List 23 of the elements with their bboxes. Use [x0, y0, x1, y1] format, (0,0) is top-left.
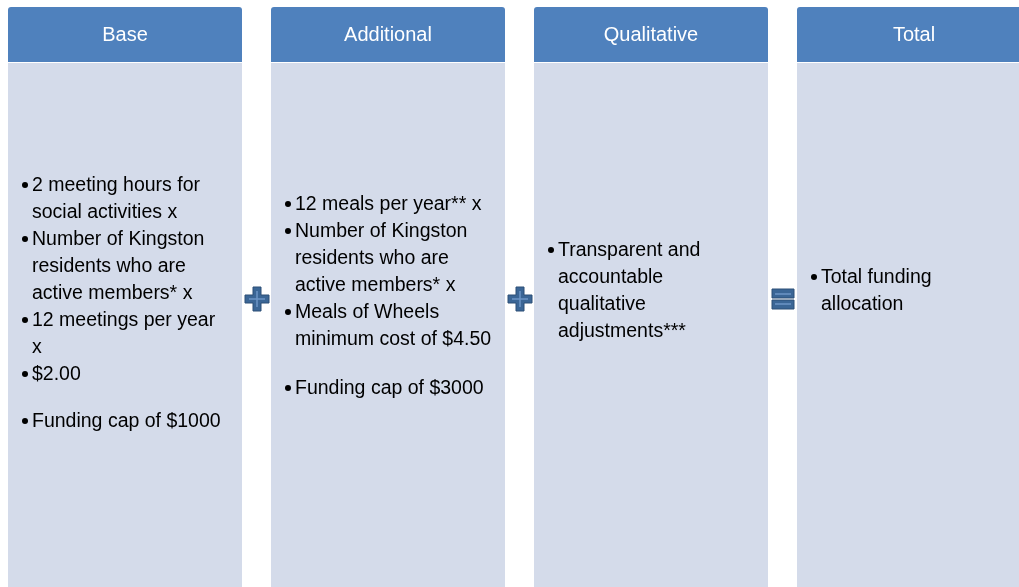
bullet-text: 2 meeting hours for social activities x — [32, 172, 201, 224]
bullet-text: Meals of Wheels minimum cost of $4.50 — [295, 298, 493, 351]
bullet-text: $2.00 — [32, 361, 82, 386]
header-box — [534, 7, 768, 62]
content-panel — [534, 63, 768, 587]
bullet-text: Funding cap of $1000 — [32, 408, 222, 433]
column-heading: Base — [102, 23, 148, 46]
column-heading: Additional — [344, 23, 432, 46]
header-box — [797, 7, 1019, 62]
bullet-text: 12 meetings per year x — [32, 307, 217, 359]
bullet-text: Total funding allocation — [821, 264, 933, 316]
content-panel — [797, 63, 1019, 587]
header-box — [8, 7, 242, 62]
column-heading: Qualitative — [603, 23, 699, 46]
content-panel — [8, 63, 242, 587]
column-heading: Total — [892, 23, 936, 46]
content-panel — [271, 63, 505, 587]
bullet-text: Funding cap of $3000 — [295, 374, 485, 400]
header-box — [271, 7, 505, 62]
bullet-text: Transparent and accountable qualitative adjustments*** — [558, 237, 702, 343]
bullet-text: Number of Kingston residents who are active members* x — [32, 226, 206, 305]
bullet-text: 12 meals per year** x — [295, 190, 483, 216]
bullet-text: Number of Kingston residents who are active members* x — [295, 217, 469, 297]
